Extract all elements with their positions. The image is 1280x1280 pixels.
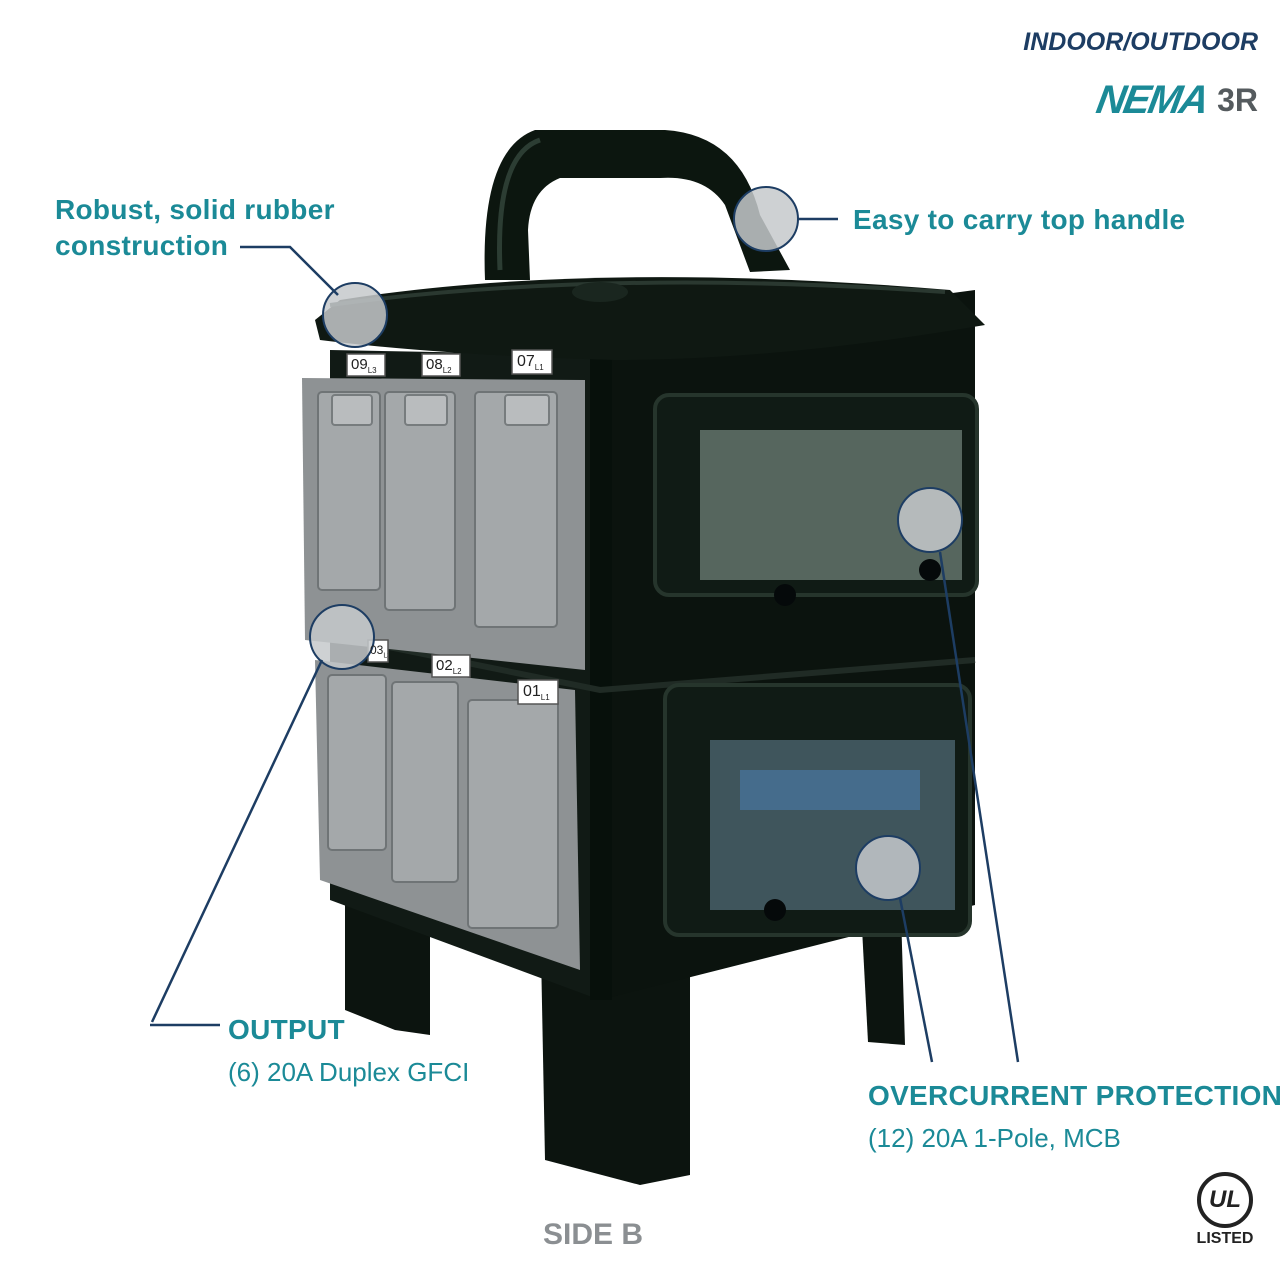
- receptacle-label-09: 09L3: [351, 356, 377, 375]
- environment-label: INDOOR/OUTDOOR: [1023, 28, 1258, 56]
- receptacle-label-08: 08L2: [426, 356, 452, 375]
- receptacle-label-01: 01L1: [523, 683, 550, 703]
- protection-callout-title: OVERCURRENT PROTECTION: [868, 1080, 1280, 1111]
- output-callout-detail: (6) 20A Duplex GFCI: [228, 1057, 470, 1087]
- ul-mark-icon: UL: [1197, 1172, 1253, 1228]
- receptacle-label-03: 03L3: [370, 643, 388, 660]
- ul-listed-text: LISTED: [1196, 1230, 1254, 1247]
- receptacle-label-02: 02L2: [436, 657, 462, 676]
- protection-callout-detail: (12) 20A 1-Pole, MCB: [868, 1123, 1121, 1153]
- box-lid: [315, 277, 985, 360]
- construction-callout: Robust, solid rubber construction: [55, 194, 335, 261]
- gfci-covers-top: [302, 378, 585, 670]
- highlight-circles: [309, 186, 963, 901]
- breaker-window-bottom: [663, 683, 972, 937]
- top-handle: [484, 130, 790, 280]
- receptacle-label-07: 07L1: [517, 353, 544, 373]
- output-callout-title: OUTPUT: [228, 1014, 345, 1045]
- nema-badge: NEMA 3R: [1094, 78, 1258, 122]
- gfci-covers-bottom: [315, 660, 580, 970]
- handle-callout: Easy to carry top handle: [853, 204, 1186, 235]
- side-label: SIDE B: [543, 1218, 644, 1251]
- ul-listed-badge: UL LISTED: [1187, 1172, 1263, 1248]
- breaker-window-top: [653, 393, 979, 606]
- nema-rating: 3R: [1217, 81, 1258, 118]
- leader-lines: [150, 217, 1020, 1063]
